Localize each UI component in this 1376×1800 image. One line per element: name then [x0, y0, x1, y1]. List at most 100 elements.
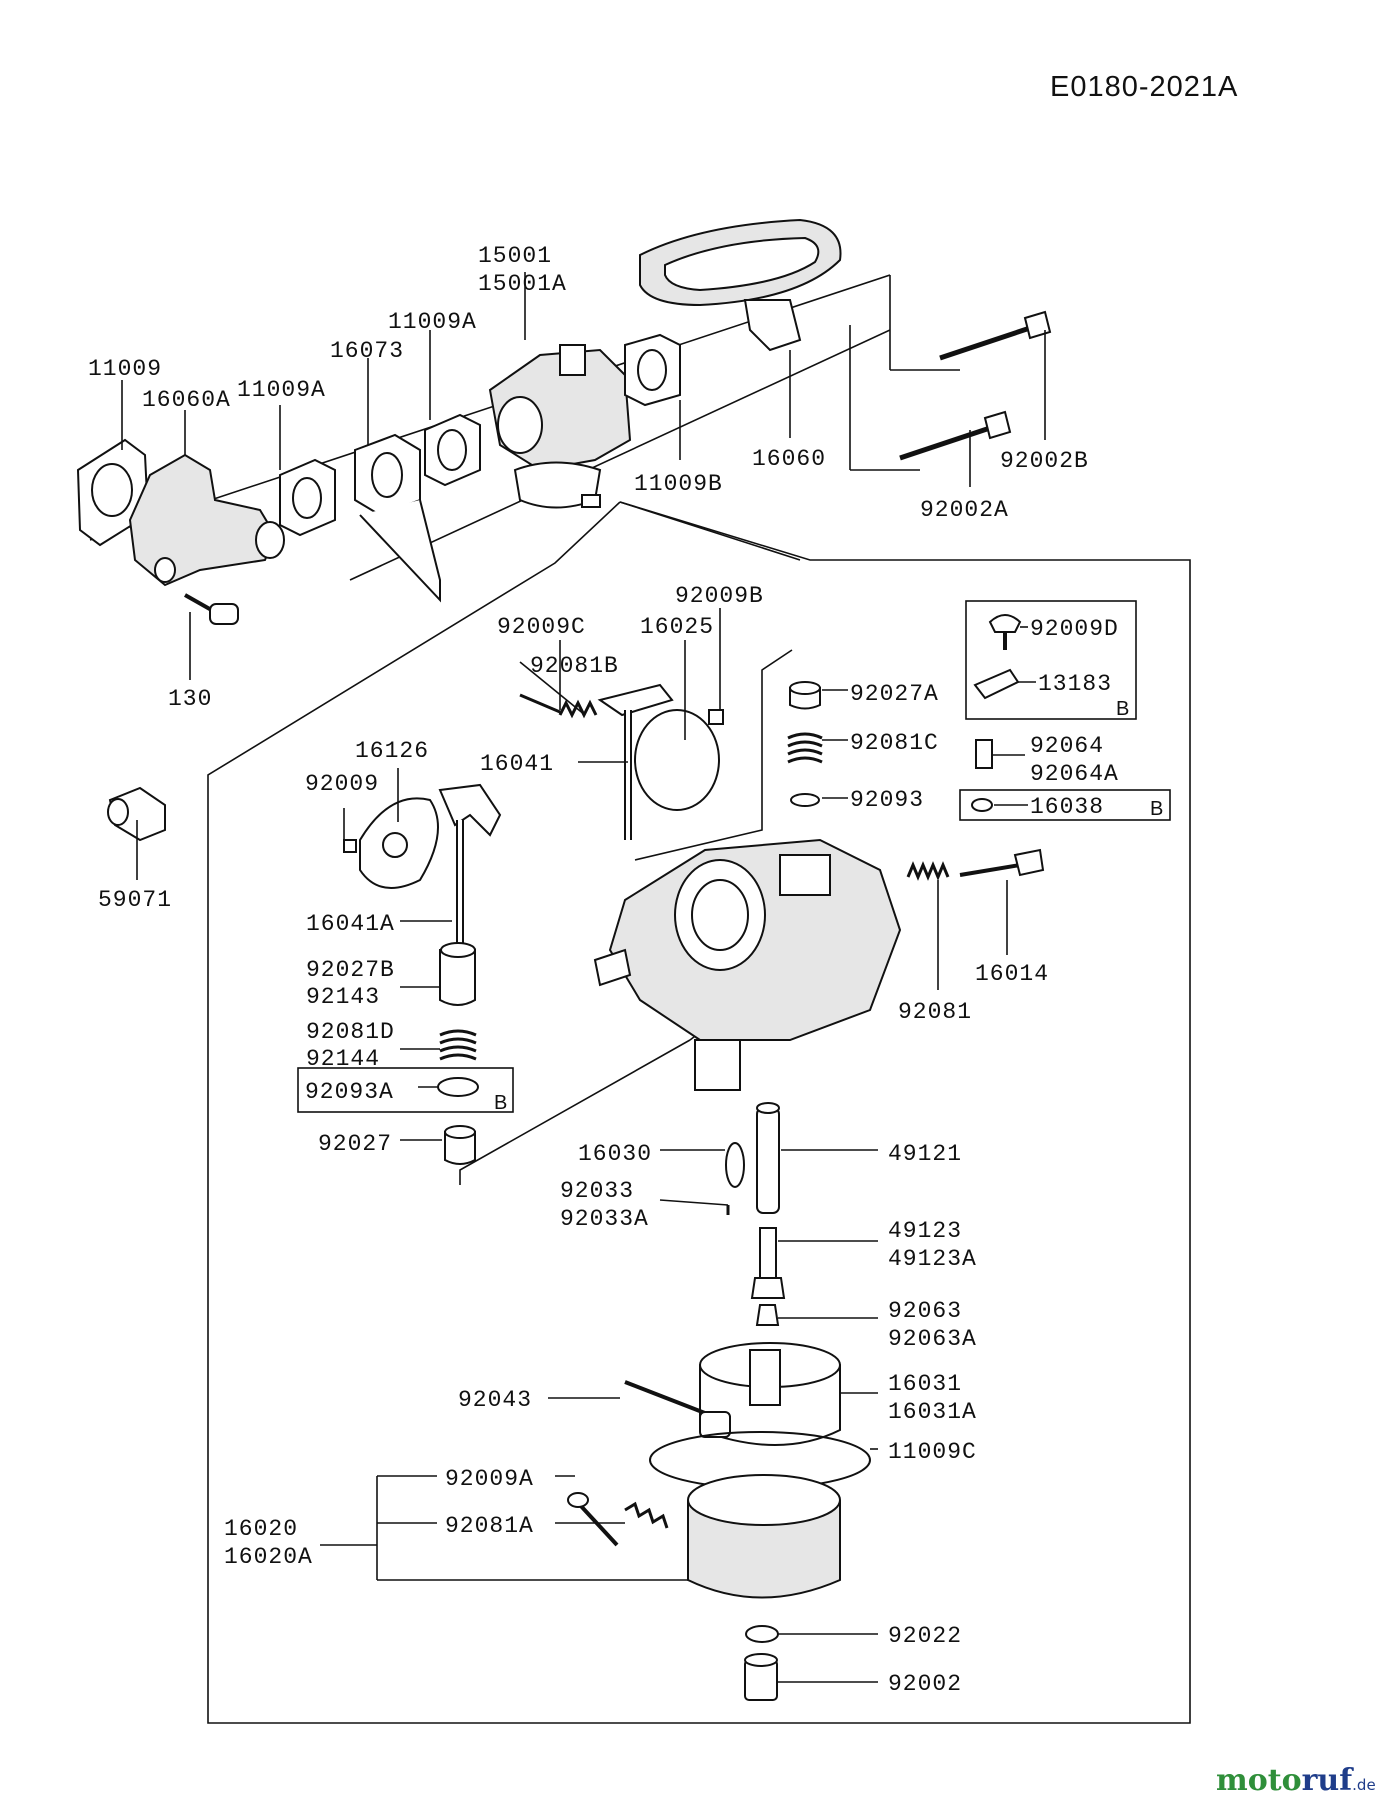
label-92081D: 92081D: [306, 1019, 395, 1045]
label-11009A-upper: 11009A: [388, 309, 477, 335]
diagram-code: E0180-2021A: [1050, 71, 1238, 103]
washer-92093: [790, 793, 820, 807]
needle-16030: [725, 1142, 745, 1188]
label-92009: 92009: [305, 771, 379, 797]
label-92009B: 92009B: [675, 583, 764, 609]
box-marker-92093A: B: [494, 1092, 507, 1114]
label-92002A: 92002A: [920, 497, 1009, 523]
label-92027B: 92027B: [306, 957, 395, 983]
label-16060: 16060: [752, 446, 826, 472]
label-15001A: 15001A: [478, 271, 567, 297]
label-59071: 59071: [98, 887, 172, 913]
throttle-plate-16025: [634, 709, 720, 811]
label-92009C: 92009C: [497, 614, 586, 640]
label-92081B: 92081B: [530, 653, 619, 679]
bushing-92027: [444, 1125, 476, 1165]
label-92043: 92043: [458, 1387, 532, 1413]
brand-watermark: motoruf.de: [1216, 1763, 1376, 1798]
carburetor-body: [593, 838, 902, 1091]
jet-92063: [755, 1304, 780, 1326]
gasket-11009A-upper: [424, 413, 481, 487]
carburetor-15001: [488, 344, 632, 509]
box-92093A: [297, 1067, 514, 1113]
spring-92081: [906, 861, 950, 881]
bolt-92002B: [939, 310, 1052, 361]
gasket-11009B: [624, 333, 681, 407]
box-marker-13183: B: [1116, 698, 1129, 720]
box-16038: [959, 789, 1171, 821]
label-11009A-left: 11009A: [237, 377, 326, 403]
box-pilot-screw: [965, 600, 1137, 720]
label-92022: 92022: [888, 1623, 962, 1649]
screw-92009D: [988, 614, 1022, 650]
label-92027A: 92027A: [850, 681, 939, 707]
spring-92081D: [439, 1029, 477, 1061]
label-49121: 49121: [888, 1141, 962, 1167]
spring-92081A: [624, 1501, 669, 1529]
label-49123A: 49123A: [888, 1246, 977, 1272]
label-16031A: 16031A: [888, 1399, 977, 1425]
label-16030: 16030: [578, 1141, 652, 1167]
spring-92081C: [787, 732, 823, 764]
bushing-92027B: [439, 942, 476, 1006]
label-92063A: 92063A: [888, 1326, 977, 1352]
screw-92009B: [708, 709, 724, 725]
label-92002B: 92002B: [1000, 448, 1089, 474]
label-92093: 92093: [850, 787, 924, 813]
label-92143: 92143: [306, 984, 380, 1010]
label-92063: 92063: [888, 1298, 962, 1324]
label-49123: 49123: [888, 1218, 962, 1244]
label-16020: 16020: [224, 1516, 298, 1542]
screw-92009: [343, 839, 357, 853]
label-15001: 15001: [478, 243, 552, 269]
label-16014: 16014: [975, 961, 1049, 987]
insulator-16073: [354, 433, 441, 603]
manifold-elbow-16060A: [128, 453, 285, 587]
label-11009C: 11009C: [888, 1439, 977, 1465]
choke-plate-16126: [359, 797, 439, 889]
label-16060A: 16060A: [142, 387, 231, 413]
exploded-view-frame: [207, 501, 1191, 1724]
washer-92093A: [437, 1077, 479, 1097]
label-16038: 16038: [1030, 794, 1104, 820]
label-92027: 92027: [318, 1131, 392, 1157]
throttle-shaft-16041: [597, 683, 674, 840]
needle-16014: [959, 848, 1045, 877]
label-92081A: 92081A: [445, 1513, 534, 1539]
label-92033A: 92033A: [560, 1206, 649, 1232]
bolt-130: [184, 593, 239, 625]
label-92081: 92081: [898, 999, 972, 1025]
label-92033: 92033: [560, 1178, 634, 1204]
bushing-92027A: [789, 681, 821, 710]
tube-49123: [750, 1227, 786, 1299]
label-16041A: 16041A: [306, 911, 395, 937]
label-16126: 16126: [355, 738, 429, 764]
gasket-11009A-left: [279, 458, 336, 537]
pin-92043: [624, 1380, 731, 1438]
bolt-92002: [744, 1653, 778, 1701]
air-cleaner-base-16060: [639, 218, 842, 352]
label-16073: 16073: [330, 338, 404, 364]
label-16031: 16031: [888, 1371, 962, 1397]
brand-logo: motoruf.de: [1216, 1763, 1376, 1798]
washer-92022: [745, 1625, 779, 1643]
label-92064: 92064: [1030, 733, 1104, 759]
label-92081C: 92081C: [850, 730, 939, 756]
label-11009: 11009: [88, 356, 162, 382]
part-labels: 15001 15001A 11009A 16073 11009 16060A 1…: [88, 243, 1163, 1697]
elbow-fitting-59071: [107, 786, 166, 842]
leader-lines: [121, 272, 1046, 1683]
label-13183: 13183: [1038, 671, 1112, 697]
bolt-92002A: [899, 410, 1012, 461]
o-ring-16038: [971, 798, 993, 812]
label-92093A: 92093A: [305, 1079, 394, 1105]
intake-assembly: [76, 218, 1052, 625]
screw-92009A: [567, 1492, 619, 1547]
jet-92064: [975, 739, 993, 769]
float-16031: [699, 1342, 841, 1446]
label-92009A: 92009A: [445, 1466, 534, 1492]
label-92064A: 92064A: [1030, 761, 1119, 787]
label-16025: 16025: [640, 614, 714, 640]
label-92009D: 92009D: [1030, 616, 1119, 642]
